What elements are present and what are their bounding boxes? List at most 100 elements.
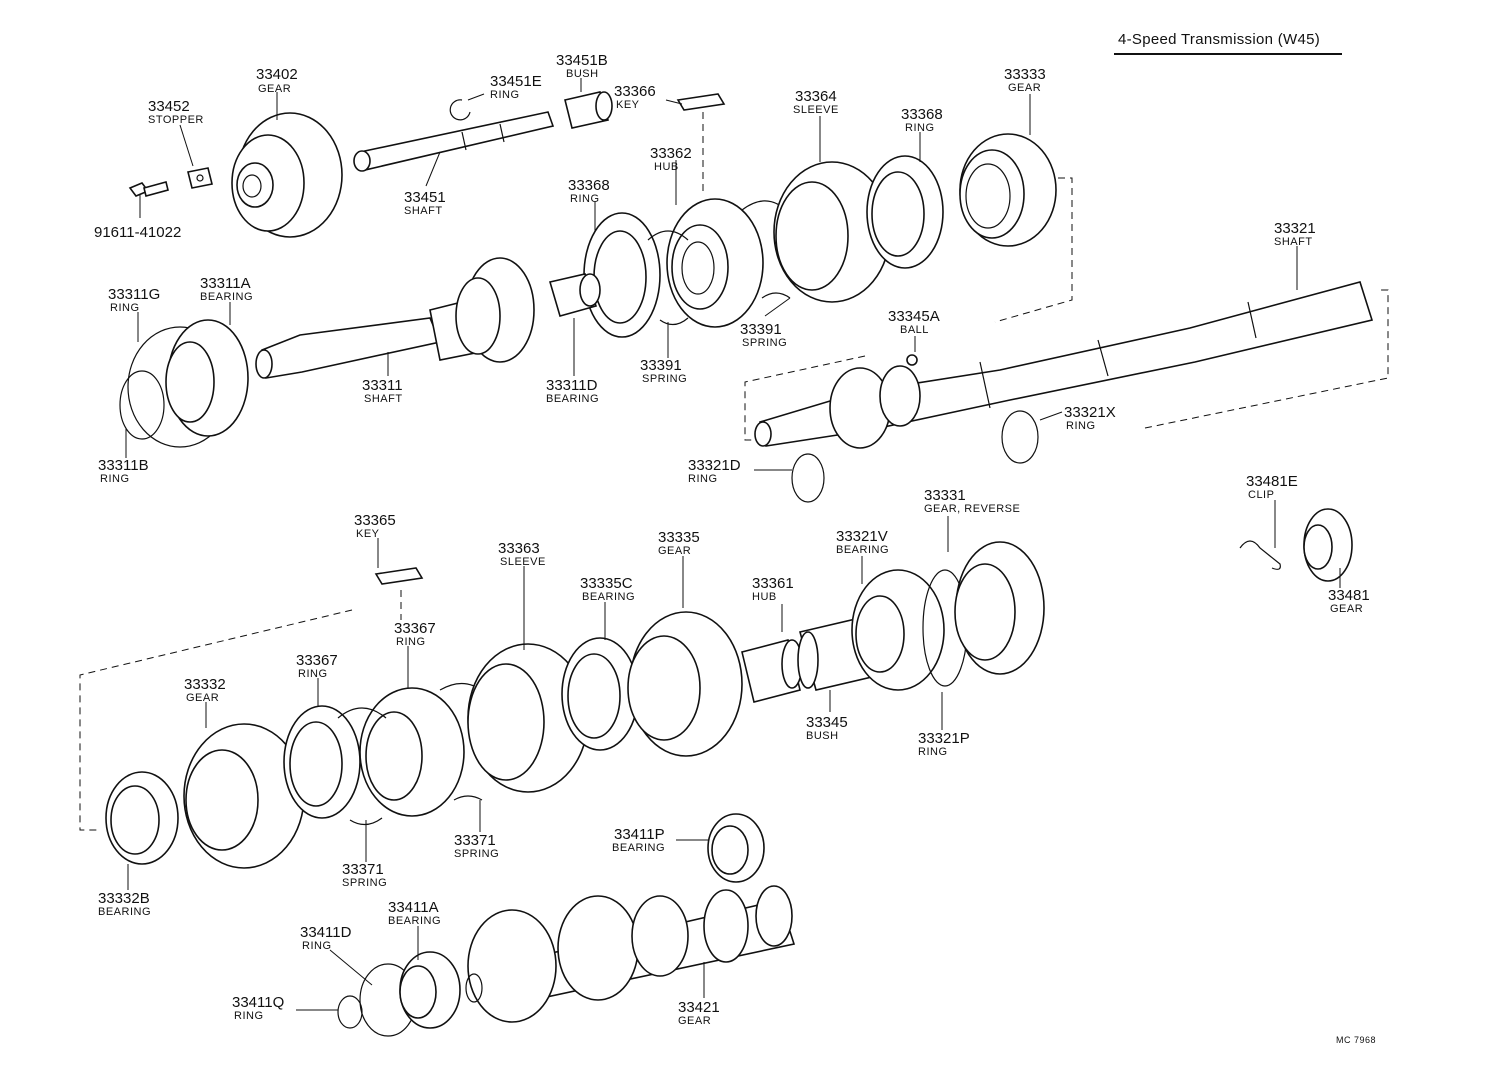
svg-text:33391: 33391 xyxy=(640,357,682,374)
boundary-upper xyxy=(994,177,1073,323)
svg-text:33345: 33345 xyxy=(806,714,848,731)
svg-text:33368: 33368 xyxy=(568,177,610,194)
bearing-33335C xyxy=(741,639,803,703)
svg-text:BEARING: BEARING xyxy=(582,591,635,603)
svg-text:SHAFT: SHAFT xyxy=(1274,236,1313,248)
svg-text:RING: RING xyxy=(396,636,426,648)
svg-text:SPRING: SPRING xyxy=(342,877,387,889)
diagram-code: MC 7968 xyxy=(1336,1035,1377,1045)
svg-text:33361: 33361 xyxy=(752,575,794,592)
svg-text:33367: 33367 xyxy=(394,620,436,637)
bush-33451B xyxy=(564,91,613,129)
svg-text:RING: RING xyxy=(302,940,332,952)
svg-text:33332B: 33332B xyxy=(98,890,150,907)
ring-33321D xyxy=(791,453,825,503)
svg-text:RING: RING xyxy=(298,668,328,680)
ring-33367-left xyxy=(283,705,361,819)
svg-text:GEAR: GEAR xyxy=(258,83,291,95)
diagram-title: 4-Speed Transmission (W45) xyxy=(1118,31,1321,48)
ring-33368-upper-right xyxy=(866,155,944,269)
svg-text:33411A: 33411A xyxy=(388,899,439,916)
svg-text:33367: 33367 xyxy=(296,652,338,669)
svg-text:GEAR: GEAR xyxy=(1008,82,1041,94)
boundary-mainshaft xyxy=(744,355,866,441)
svg-text:33371: 33371 xyxy=(454,832,496,849)
key-33365 xyxy=(374,567,424,585)
svg-text:SPRING: SPRING xyxy=(642,373,687,385)
svg-text:33421: 33421 xyxy=(678,999,720,1016)
ring-33451E xyxy=(449,99,471,121)
svg-text:BEARING: BEARING xyxy=(546,393,599,405)
hub-33362 xyxy=(666,198,764,328)
svg-text:RING: RING xyxy=(100,473,130,485)
svg-text:33368: 33368 xyxy=(901,106,943,123)
ring-33367-right xyxy=(561,637,639,751)
svg-text:33311A: 33311A xyxy=(200,275,251,292)
svg-text:GEAR: GEAR xyxy=(658,545,691,557)
svg-text:33331: 33331 xyxy=(924,487,966,504)
svg-text:SPRING: SPRING xyxy=(454,848,499,860)
svg-text:33481E: 33481E xyxy=(1246,473,1298,490)
bearing-33311D xyxy=(548,273,601,317)
stopper-33452 xyxy=(187,167,213,189)
svg-text:SHAFT: SHAFT xyxy=(364,393,403,405)
ring-33368-upper-left xyxy=(583,212,661,338)
svg-text:33335: 33335 xyxy=(658,529,700,546)
bearing-33321V xyxy=(851,569,945,691)
svg-text:RING: RING xyxy=(918,746,948,758)
svg-text:RING: RING xyxy=(688,473,718,485)
svg-text:33366: 33366 xyxy=(614,83,656,100)
bearing-33332B xyxy=(105,771,179,865)
svg-text:33411P: 33411P xyxy=(614,826,665,843)
svg-text:BEARING: BEARING xyxy=(388,915,441,927)
gear-33333 xyxy=(959,133,1057,247)
title-underline xyxy=(1114,53,1342,55)
leader-lines xyxy=(125,78,1341,1011)
svg-text:33321: 33321 xyxy=(1274,220,1316,237)
svg-text:BEARING: BEARING xyxy=(836,544,889,556)
hub-33361 xyxy=(359,687,465,817)
bearing-33311A xyxy=(165,319,249,437)
clip-33481E xyxy=(1239,540,1281,570)
bolt-91611 xyxy=(128,181,169,197)
svg-text:33391: 33391 xyxy=(740,321,782,338)
bearing-33411P xyxy=(707,813,765,883)
assembly-boundary-lines xyxy=(79,112,1389,831)
svg-text:BALL: BALL xyxy=(900,324,929,336)
svg-text:HUB: HUB xyxy=(654,161,679,173)
svg-text:HUB: HUB xyxy=(752,591,777,603)
svg-text:CLIP: CLIP xyxy=(1248,489,1274,501)
callout: 91611-41022 xyxy=(94,224,181,241)
svg-text:RING: RING xyxy=(490,89,520,101)
svg-text:GEAR: GEAR xyxy=(1330,603,1363,615)
svg-text:RING: RING xyxy=(110,302,140,314)
svg-text:GEAR: GEAR xyxy=(678,1015,711,1027)
boundary-mainshaft-right xyxy=(1144,289,1389,429)
